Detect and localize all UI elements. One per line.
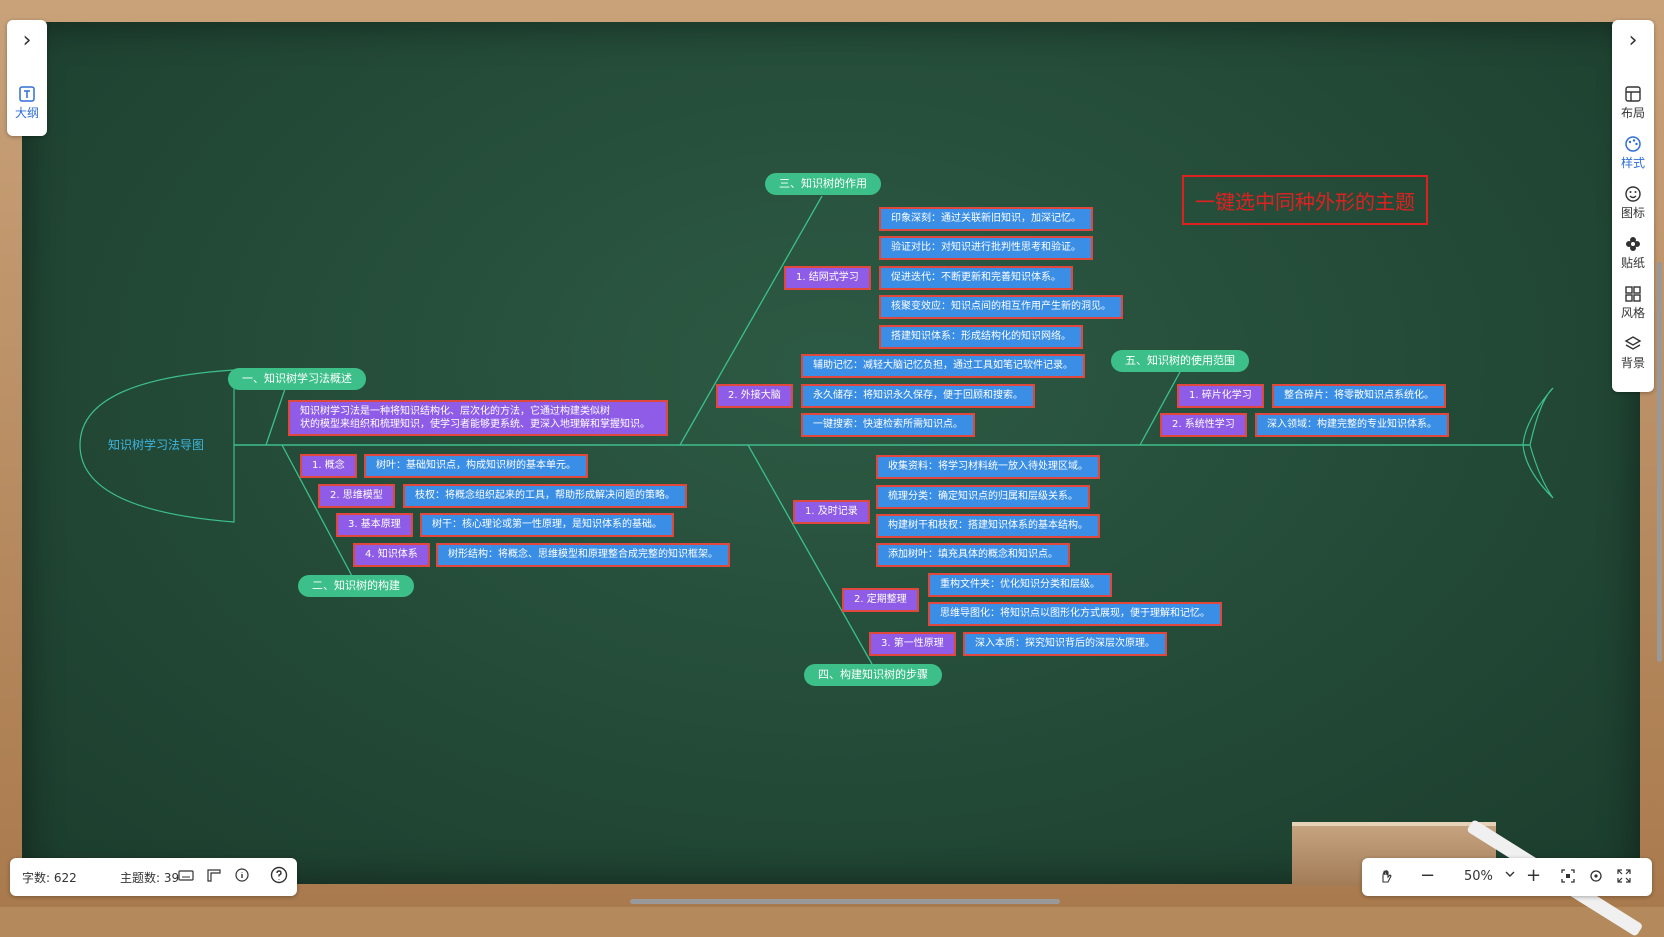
help-icon[interactable] bbox=[270, 866, 288, 887]
keyboard-icon[interactable] bbox=[178, 867, 194, 886]
style-label: 样式 bbox=[1620, 156, 1645, 170]
fishbone-lines bbox=[79, 195, 1554, 665]
grid-icon bbox=[1625, 286, 1641, 302]
usage-sub-2[interactable]: 2. 系统性学习 bbox=[1160, 413, 1247, 437]
right-panel: › 布局 样式 图标 贴纸 风格 背景 bbox=[1612, 20, 1654, 392]
word-count: 字数: 622 bbox=[22, 871, 77, 885]
role-sub-2[interactable]: 2. 外接大脑 bbox=[716, 384, 793, 408]
category-overview[interactable]: 一、知识树学习法概述 bbox=[228, 368, 366, 390]
background-button[interactable]: 背景 bbox=[1612, 334, 1654, 371]
category-steps[interactable]: 四、构建知识树的步骤 bbox=[804, 664, 942, 686]
fit-view-icon[interactable] bbox=[1560, 868, 1576, 888]
build-detail-1[interactable]: 树叶：基础知识点，构成知识树的基本单元。 bbox=[364, 454, 588, 478]
role-detail-3[interactable]: 促进迭代：不断更新和完善知识体系。 bbox=[879, 266, 1073, 290]
build-detail-2[interactable]: 枝杈：将概念组织起来的工具，帮助形成解决问题的策略。 bbox=[403, 484, 687, 508]
build-sub-2[interactable]: 2. 思维模型 bbox=[318, 484, 395, 508]
expand-left-icon[interactable]: › bbox=[22, 28, 32, 53]
build-sub-3[interactable]: 3. 基本原理 bbox=[336, 513, 413, 537]
outline-label: 大纲 bbox=[14, 106, 39, 120]
steps-detail-3[interactable]: 构建树干和枝杈：搭建知识体系的基本结构。 bbox=[876, 514, 1100, 538]
steps-detail-6[interactable]: 思维导图化：将知识点以图形化方式展现，便于理解和记忆。 bbox=[928, 602, 1222, 626]
icon-button[interactable]: 图标 bbox=[1612, 184, 1654, 221]
steps-detail-1[interactable]: 收集资料：将学习材料统一放入待处理区域。 bbox=[876, 455, 1100, 479]
usage-sub-1[interactable]: 1. 碎片化学习 bbox=[1177, 384, 1264, 408]
chalkboard-canvas[interactable] bbox=[22, 22, 1640, 884]
annotation-title[interactable]: 一键选中同种外形的主题 bbox=[1182, 175, 1428, 225]
build-sub-4[interactable]: 4. 知识体系 bbox=[353, 543, 430, 567]
icon-label: 图标 bbox=[1620, 206, 1645, 220]
role-sub-1[interactable]: 1. 结网式学习 bbox=[784, 266, 871, 290]
steps-detail-7[interactable]: 深入本质：探究知识背后的深层次原理。 bbox=[963, 632, 1167, 656]
outline-icon bbox=[19, 86, 35, 102]
role-detail-5[interactable]: 搭建知识体系：形成结构化的知识网络。 bbox=[879, 325, 1083, 349]
build-detail-3[interactable]: 树干：核心理论或第一性原理，是知识体系的基础。 bbox=[420, 513, 674, 537]
ruler-icon[interactable] bbox=[206, 867, 222, 886]
root-topic[interactable]: 知识树学习法导图 bbox=[108, 438, 205, 452]
overview-detail[interactable]: 知识树学习法是一种将知识结构化、层次化的方法，它通过构建类似树 状的模型来组织和… bbox=[288, 400, 668, 436]
sticker-label: 贴纸 bbox=[1620, 256, 1645, 270]
locate-icon[interactable] bbox=[1588, 868, 1604, 888]
steps-sub-1[interactable]: 1. 及时记录 bbox=[793, 500, 870, 524]
outline-button[interactable]: 大纲 bbox=[7, 84, 47, 121]
sticker-button[interactable]: 贴纸 bbox=[1612, 234, 1654, 271]
theme-style-label: 风格 bbox=[1620, 306, 1645, 320]
role-detail-7[interactable]: 永久储存：将知识永久保存，便于回顾和搜索。 bbox=[801, 384, 1035, 408]
style-button[interactable]: 样式 bbox=[1612, 134, 1654, 171]
zoom-level[interactable]: 50% bbox=[1464, 869, 1493, 884]
left-panel: › 大纲 bbox=[7, 20, 47, 136]
role-detail-4[interactable]: 核聚变效应：知识点间的相互作用产生新的洞见。 bbox=[879, 295, 1123, 319]
category-role[interactable]: 三、知识树的作用 bbox=[765, 173, 881, 195]
steps-detail-5[interactable]: 重构文件夹：优化知识分类和层级。 bbox=[928, 573, 1112, 597]
expand-right-icon[interactable]: › bbox=[1628, 28, 1638, 53]
zoom-out-button[interactable]: − bbox=[1420, 865, 1436, 886]
usage-detail-1[interactable]: 整合碎片：将零散知识点系统化。 bbox=[1272, 384, 1446, 408]
status-bar: 字数: 622 主题数: 39 bbox=[10, 858, 297, 896]
zoom-in-button[interactable]: + bbox=[1526, 865, 1542, 886]
role-detail-6[interactable]: 辅助记忆：减轻大脑记忆负担，通过工具如笔记软件记录。 bbox=[801, 354, 1085, 378]
topic-count: 主题数: 39 bbox=[120, 871, 180, 885]
category-usage[interactable]: 五、知识树的使用范围 bbox=[1111, 350, 1249, 372]
vertical-scrollbar[interactable] bbox=[1657, 262, 1662, 662]
steps-detail-4[interactable]: 添加树叶：填充具体的概念和知识点。 bbox=[876, 543, 1070, 567]
hand-icon[interactable] bbox=[1378, 868, 1394, 888]
category-build[interactable]: 二、知识树的构建 bbox=[298, 575, 414, 597]
steps-detail-2[interactable]: 梳理分类：确定知识点的归属和层级关系。 bbox=[876, 485, 1090, 509]
steps-sub-3[interactable]: 3. 第一性原理 bbox=[869, 632, 956, 656]
zoom-bar: − 50% + bbox=[1362, 858, 1652, 896]
palette-icon bbox=[1625, 136, 1641, 152]
build-sub-1[interactable]: 1. 概念 bbox=[300, 454, 357, 478]
layers-icon bbox=[1624, 336, 1642, 350]
background-label: 背景 bbox=[1620, 356, 1645, 370]
smiley-icon bbox=[1625, 186, 1641, 202]
role-detail-1[interactable]: 印象深刻：通过关联新旧知识，加深记忆。 bbox=[879, 207, 1093, 231]
usage-detail-2[interactable]: 深入领域：构建完整的专业知识体系。 bbox=[1255, 413, 1449, 437]
layout-icon bbox=[1625, 86, 1641, 102]
chevron-down-icon[interactable] bbox=[1504, 868, 1516, 884]
layout-button[interactable]: 布局 bbox=[1612, 84, 1654, 121]
steps-sub-2[interactable]: 2. 定期整理 bbox=[842, 588, 919, 612]
theme-style-button[interactable]: 风格 bbox=[1612, 284, 1654, 321]
build-detail-4[interactable]: 树形结构：将概念、思维模型和原理整合成完整的知识框架。 bbox=[436, 543, 730, 567]
role-detail-2[interactable]: 验证对比：对知识进行批判性思考和验证。 bbox=[879, 236, 1093, 260]
fullscreen-icon[interactable] bbox=[1616, 868, 1632, 888]
layout-label: 布局 bbox=[1620, 106, 1645, 120]
info-icon[interactable] bbox=[234, 867, 250, 886]
horizontal-scrollbar[interactable] bbox=[630, 899, 1060, 904]
role-detail-8[interactable]: 一键搜索：快速检索所需知识点。 bbox=[801, 413, 975, 437]
flower-icon bbox=[1626, 237, 1640, 251]
